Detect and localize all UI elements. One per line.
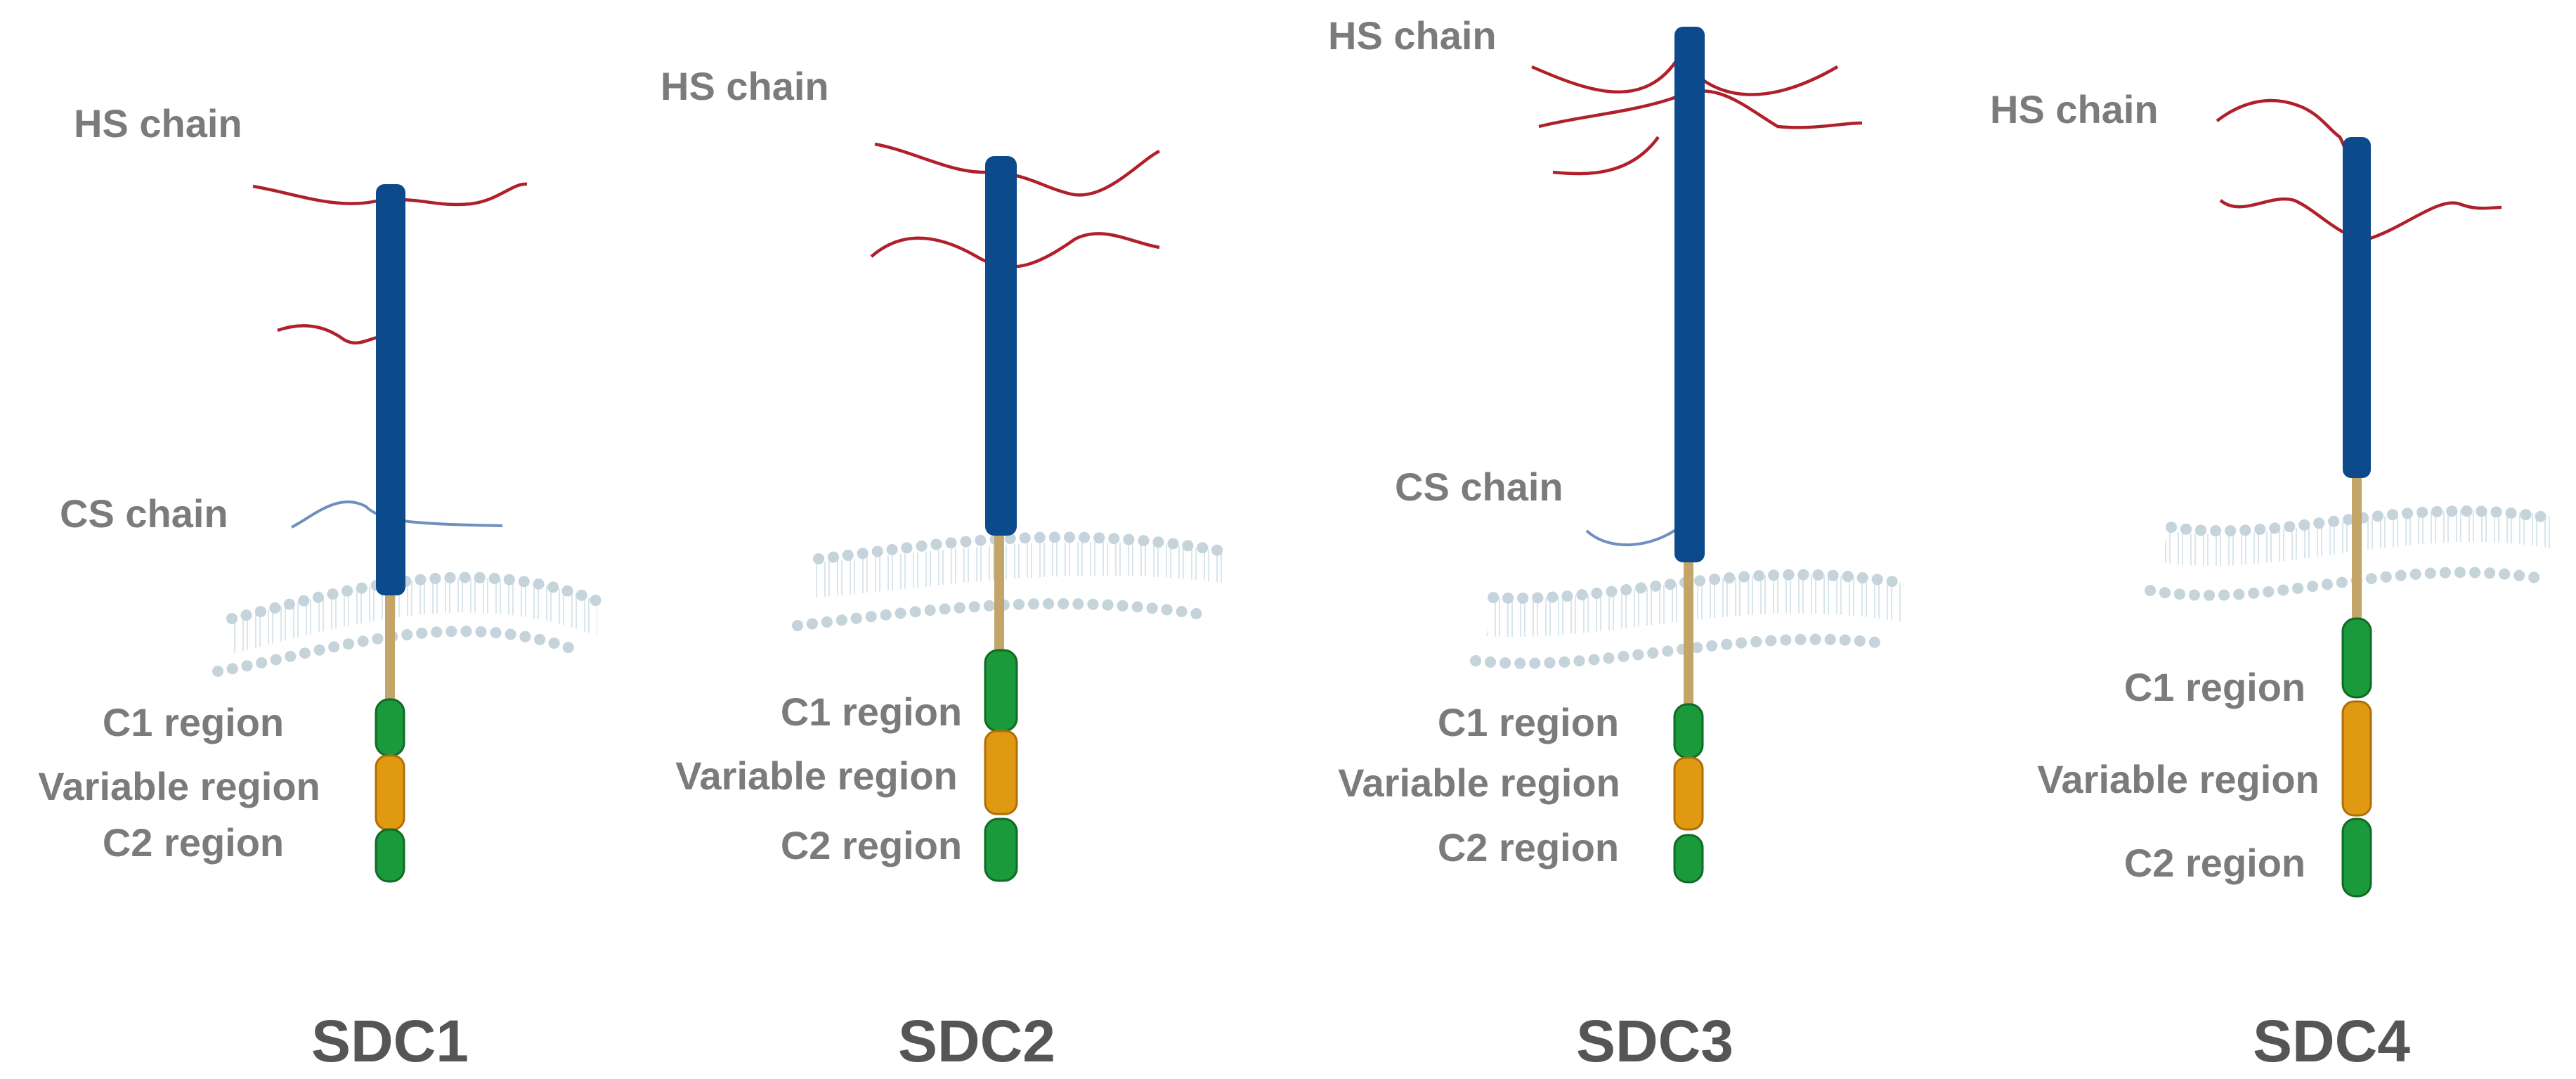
c1-region-icon xyxy=(375,698,405,757)
panel-title: SDC2 xyxy=(898,1008,1055,1074)
cs-chain-label: CS chain xyxy=(1395,465,1563,509)
c1-region-label: C1 region xyxy=(2124,665,2305,709)
panel-sdc2: HS chain C1 region Variable region C2 re… xyxy=(661,64,1232,1074)
lipid-bilayer-icon xyxy=(792,531,1232,631)
hs-chain-icon xyxy=(252,182,528,345)
cs-chain-label: CS chain xyxy=(60,491,228,536)
variable-region-icon xyxy=(2341,700,2372,817)
variable-region-icon xyxy=(375,754,405,831)
variable-region-icon xyxy=(984,730,1018,815)
transmembrane-segment xyxy=(1684,555,1693,706)
c1-region-label: C1 region xyxy=(103,700,284,744)
hs-chain-icon xyxy=(870,142,1161,269)
c2-region-label: C2 region xyxy=(2124,841,2305,885)
variable-region-label: Variable region xyxy=(38,764,320,808)
c2-region-label: C2 region xyxy=(1438,825,1619,870)
c1-region-icon xyxy=(1673,703,1704,759)
variable-region-icon xyxy=(1673,756,1704,831)
transmembrane-segment xyxy=(2352,467,2362,626)
core-protein-icon xyxy=(985,156,1017,536)
cs-chain-icon xyxy=(1585,526,1681,547)
c2-region-icon xyxy=(375,828,405,883)
panel-title: SDC3 xyxy=(1576,1008,1733,1074)
transmembrane-segment xyxy=(994,527,1004,661)
c2-region-label: C2 region xyxy=(781,823,962,867)
variable-region-label: Variable region xyxy=(675,754,958,798)
c1-region-icon xyxy=(984,649,1018,732)
core-protein-icon xyxy=(2343,137,2371,478)
hs-chain-label: HS chain xyxy=(1328,13,1497,58)
c2-region-icon xyxy=(2341,818,2372,898)
core-protein-icon xyxy=(1674,27,1705,562)
panel-sdc3: HS chain CS chain C1 region Variable reg… xyxy=(1328,13,1910,1074)
variable-region-label: Variable region xyxy=(2037,757,2320,801)
core-protein-icon xyxy=(376,184,405,595)
hs-chain-label: HS chain xyxy=(1990,87,2159,131)
cs-chain-icon xyxy=(291,500,503,529)
c1-region-label: C1 region xyxy=(781,690,962,734)
hs-chain-label: HS chain xyxy=(661,64,829,108)
hs-chain-label: HS chain xyxy=(74,101,242,146)
c2-region-icon xyxy=(984,818,1018,882)
panel-title: SDC4 xyxy=(2253,1008,2410,1074)
panel-title: SDC1 xyxy=(311,1008,469,1074)
panel-sdc4: HS chain C1 region Variable region C2 re… xyxy=(1990,87,2560,1074)
variable-region-label: Variable region xyxy=(1338,761,1620,805)
panel-sdc1: HS chain CS chain C1 region Variable reg… xyxy=(38,101,603,1074)
c2-region-label: C2 region xyxy=(103,820,284,865)
c1-region-icon xyxy=(2341,617,2372,699)
c1-region-label: C1 region xyxy=(1438,700,1619,744)
c2-region-icon xyxy=(1673,834,1704,884)
lipid-bilayer-icon xyxy=(212,571,603,677)
transmembrane-segment xyxy=(385,590,395,703)
